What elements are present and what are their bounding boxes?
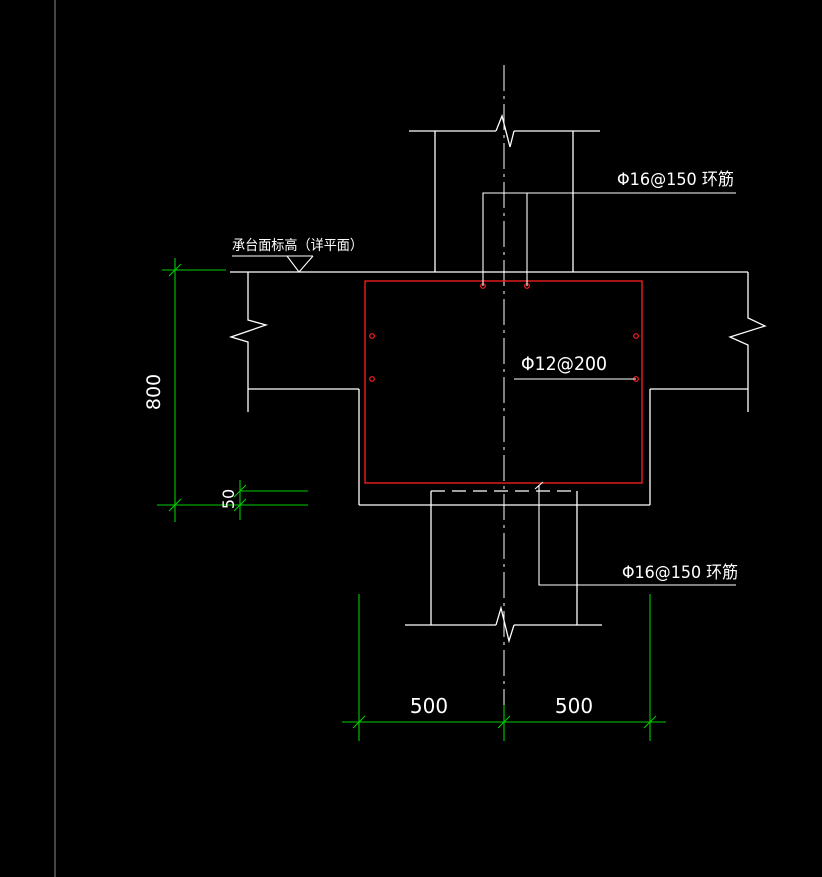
dimension-lines [157,258,666,741]
bottom-ring-label: Φ16@150 环筋 [622,563,738,583]
elevation-label: 承台面标高（详平面） [232,237,363,254]
left-width-dim-text: 500 [410,694,448,718]
leader-lines [232,192,736,586]
stirrup-cage [364,280,643,484]
cover-dim-text: 50 [219,489,238,509]
rebar-dots [369,283,639,382]
mid-rebar-label: Φ12@200 [521,353,607,375]
height-dim-text: 800 [143,374,165,410]
top-ring-label: Φ16@150 环筋 [617,170,734,190]
structure-outline [228,113,767,644]
right-width-dim-text: 500 [555,694,593,718]
